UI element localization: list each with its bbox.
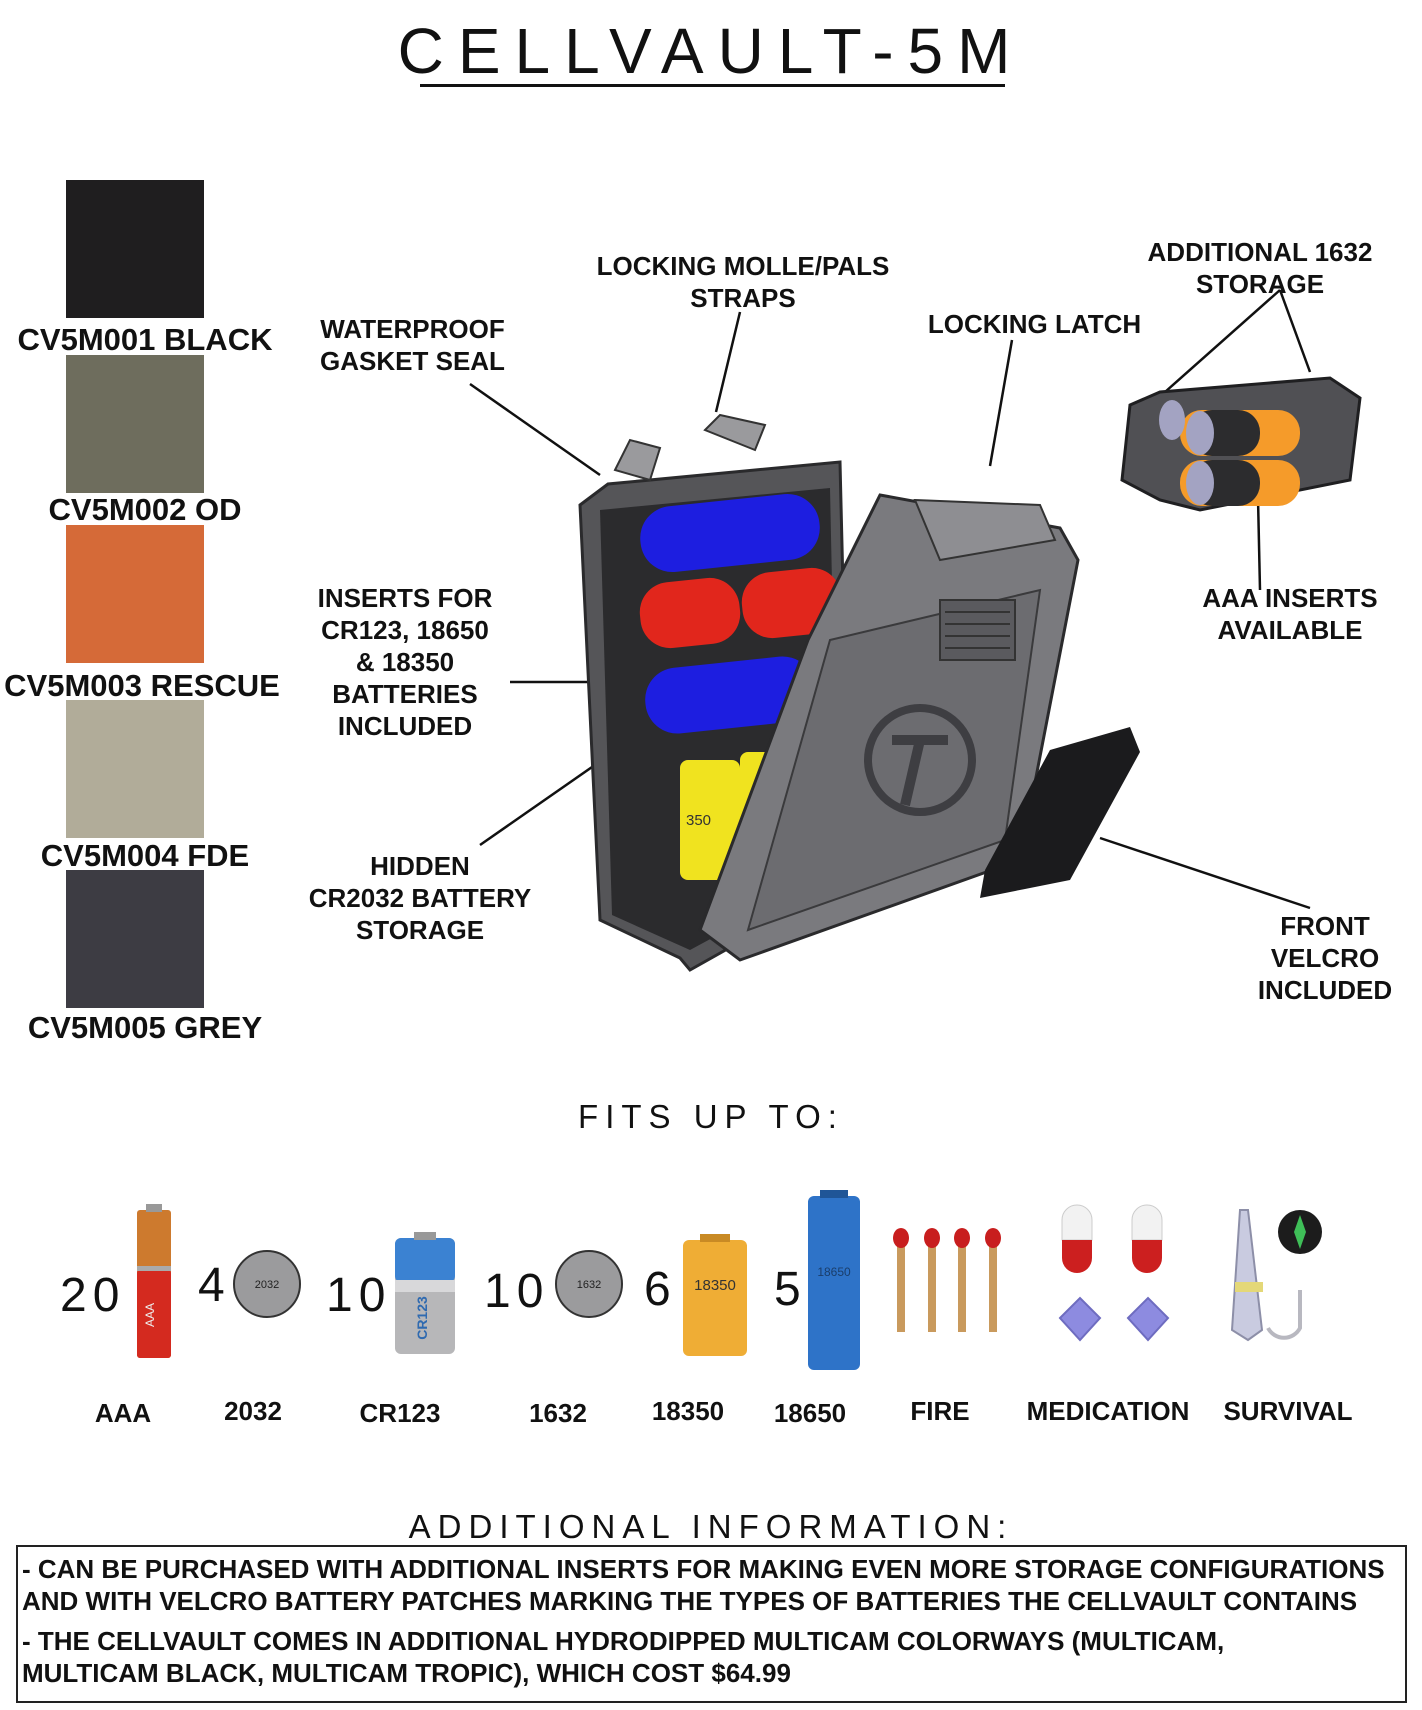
svg-text:CR123: CR123 bbox=[414, 1296, 430, 1340]
insert-1632-storage bbox=[1120, 376, 1362, 512]
fit-count-aaa: 20 bbox=[60, 1269, 126, 1322]
swatch-od bbox=[66, 355, 204, 493]
velcro-patch bbox=[980, 727, 1140, 898]
swatch-rescue bbox=[66, 525, 204, 663]
info-box: - CAN BE PURCHASED WITH ADDITIONAL INSER… bbox=[16, 1545, 1407, 1703]
leader-lines bbox=[469, 289, 1312, 910]
coin-cell-1632-icon: 1632 bbox=[555, 1250, 623, 1318]
matches-icon bbox=[893, 1228, 1001, 1332]
pills-icon bbox=[1058, 1204, 1170, 1342]
swatch-fde bbox=[66, 700, 204, 838]
callout-latch: LOCKING LATCH bbox=[927, 309, 1142, 339]
survival-kit-icon bbox=[1230, 1209, 1322, 1342]
battery-18650-top bbox=[640, 493, 820, 573]
title-underline bbox=[420, 84, 1005, 87]
battery-cr123-left bbox=[639, 577, 741, 649]
battery-18350-left bbox=[680, 760, 740, 880]
fit-label-survival: SURVIVAL bbox=[1223, 1396, 1353, 1426]
fit-label-1632: 1632 bbox=[529, 1398, 587, 1428]
fits-heading: FITS UP TO: bbox=[578, 1098, 844, 1135]
svg-text:18650: 18650 bbox=[817, 1265, 851, 1279]
fit-count-1632: 10 bbox=[484, 1265, 550, 1318]
fit-count-18650: 5 bbox=[774, 1263, 807, 1316]
fit-label-medication: MEDICATION bbox=[1026, 1396, 1190, 1426]
info-item-inserts: - CAN BE PURCHASED WITH ADDITIONAL INSER… bbox=[22, 1554, 1385, 1616]
swatch-label-rescue: CV5M003 RESCUE bbox=[4, 668, 280, 703]
aaa-battery-icon: AAA bbox=[137, 1204, 171, 1358]
fit-label-2032: 2032 bbox=[224, 1396, 282, 1426]
cr123-battery-icon: CR123 bbox=[395, 1232, 455, 1354]
svg-text:AAA: AAA bbox=[143, 1303, 157, 1327]
swatch-grey bbox=[66, 870, 204, 1008]
swatch-label-black: CV5M001 BLACK bbox=[17, 322, 273, 357]
swatch-label-fde: CV5M004 FDE bbox=[40, 838, 250, 873]
case-lid bbox=[698, 493, 1080, 962]
swatch-label-od: CV5M002 OD bbox=[48, 492, 242, 527]
fit-count-cr123: 10 bbox=[326, 1269, 392, 1322]
product-illustration: 350 bbox=[469, 289, 1362, 972]
svg-text:1632: 1632 bbox=[577, 1279, 601, 1291]
18650-battery-icon: 18650 bbox=[808, 1190, 860, 1370]
fit-label-18650: 18650 bbox=[773, 1398, 847, 1428]
fits-icons: AAA 2032 CR123 1632 18350 bbox=[137, 1190, 1322, 1370]
lid-logo bbox=[864, 704, 976, 816]
fit-label-18350: 18350 bbox=[651, 1396, 725, 1426]
battery-18650-bottom bbox=[645, 656, 815, 734]
fit-label-aaa: AAA bbox=[94, 1398, 152, 1428]
info-heading: ADDITIONAL INFORMATION: bbox=[408, 1508, 1014, 1545]
svg-text:18350: 18350 bbox=[694, 1277, 736, 1294]
page-title: CELLVAULT-5M bbox=[397, 15, 1025, 87]
swatch-label-grey: CV5M005 GREY bbox=[27, 1010, 263, 1045]
fit-label-cr123: CR123 bbox=[359, 1398, 441, 1428]
label-350: 350 bbox=[686, 812, 711, 829]
fit-label-fire: FIRE bbox=[910, 1396, 970, 1426]
info-item-multicam: - THE CELLVAULT COMES IN ADDITIONAL HYDR… bbox=[22, 1626, 1225, 1688]
swatch-black bbox=[66, 180, 204, 318]
18350-battery-icon: 18350 bbox=[683, 1234, 747, 1356]
fit-count-2032: 4 bbox=[198, 1259, 231, 1312]
fit-count-18350: 6 bbox=[644, 1263, 677, 1316]
coin-cell-2032-icon: 2032 bbox=[233, 1250, 301, 1318]
svg-text:2032: 2032 bbox=[255, 1279, 279, 1291]
